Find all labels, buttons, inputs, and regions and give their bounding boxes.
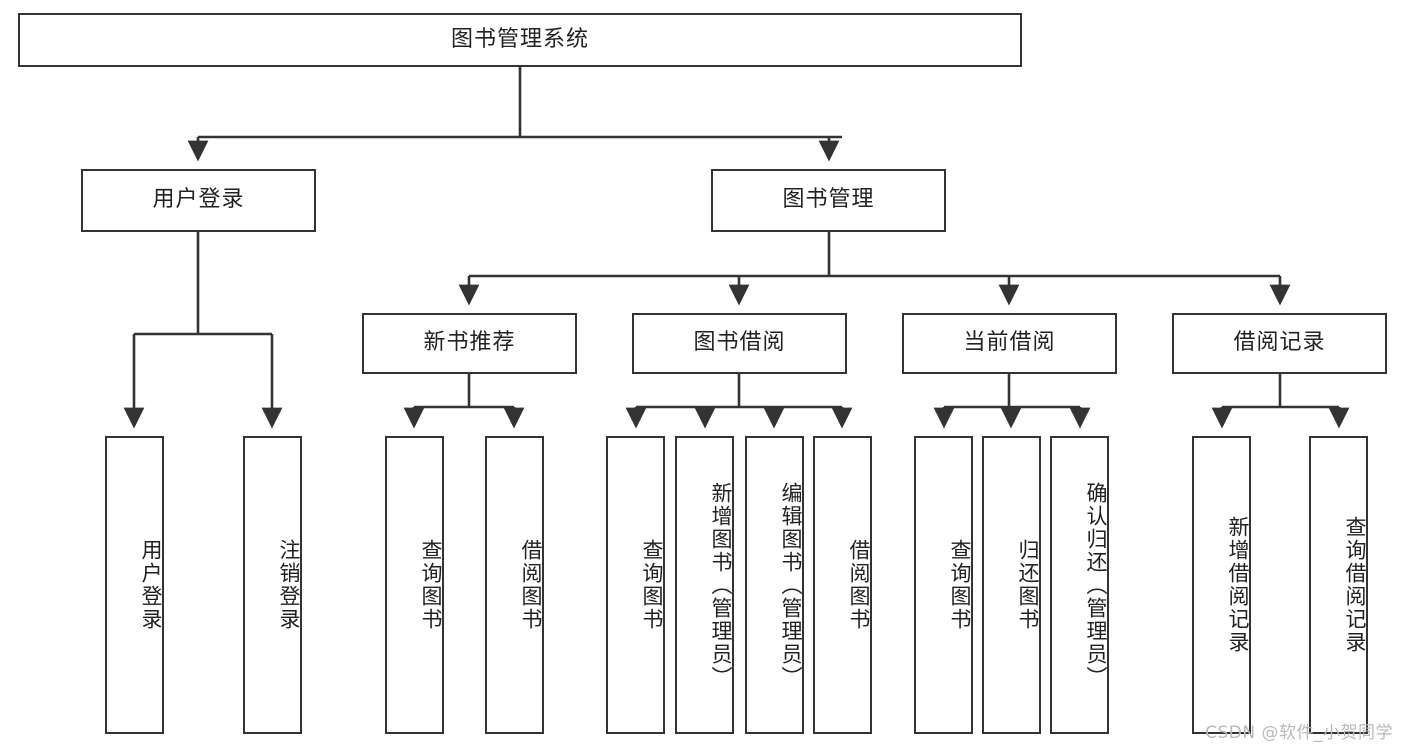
node-label: 确认归还（管理员）: [1084, 481, 1108, 689]
node-leaf-query-borrow-record[interactable]: 查询借阅记录: [1309, 436, 1368, 734]
node-new-book-recommend[interactable]: 新书推荐: [362, 313, 577, 374]
node-label: 注销登录: [277, 539, 301, 631]
node-root-book-management-system[interactable]: 图书管理系统: [18, 13, 1022, 67]
node-leaf-borrow-book-recommend[interactable]: 借阅图书: [485, 436, 544, 734]
node-leaf-edit-book-admin[interactable]: 编辑图书（管理员）: [745, 436, 804, 734]
node-leaf-borrow-book[interactable]: 借阅图书: [813, 436, 872, 734]
node-label: 归还图书: [1016, 539, 1040, 631]
node-leaf-confirm-return-admin[interactable]: 确认归还（管理员）: [1050, 436, 1109, 734]
node-leaf-return-book[interactable]: 归还图书: [982, 436, 1041, 734]
node-label: 借阅记录: [1233, 330, 1326, 356]
node-label: 查询图书: [419, 539, 443, 631]
node-book-borrow[interactable]: 图书借阅: [632, 313, 847, 374]
node-label: 用户登录: [152, 187, 245, 213]
node-label: 查询图书: [640, 539, 664, 631]
node-label: 新书推荐: [423, 330, 516, 356]
node-label: 图书管理: [782, 187, 875, 213]
node-label: 编辑图书（管理员）: [779, 481, 803, 689]
node-leaf-query-book-current[interactable]: 查询图书: [914, 436, 973, 734]
watermark-csdn: CSDN @软件_小贺同学: [1205, 723, 1393, 743]
node-label: 用户登录: [139, 539, 163, 631]
node-label: 查询借阅记录: [1343, 516, 1367, 654]
node-user-login[interactable]: 用户登录: [81, 169, 316, 232]
node-leaf-add-borrow-record[interactable]: 新增借阅记录: [1192, 436, 1251, 734]
node-leaf-user-login[interactable]: 用户登录: [105, 436, 164, 734]
node-leaf-query-book-borrow[interactable]: 查询图书: [606, 436, 665, 734]
node-leaf-query-book-recommend[interactable]: 查询图书: [385, 436, 444, 734]
node-label: 新增借阅记录: [1226, 516, 1250, 654]
node-leaf-logout[interactable]: 注销登录: [243, 436, 302, 734]
node-label: 图书管理系统: [450, 26, 589, 52]
node-label: 新增图书（管理员）: [709, 481, 733, 689]
node-label: 借阅图书: [847, 539, 871, 631]
node-current-borrow[interactable]: 当前借阅: [902, 313, 1117, 374]
node-leaf-add-book-admin[interactable]: 新增图书（管理员）: [675, 436, 734, 734]
node-label: 借阅图书: [519, 539, 543, 631]
node-borrow-record[interactable]: 借阅记录: [1172, 313, 1387, 374]
node-book-management[interactable]: 图书管理: [711, 169, 946, 232]
node-label: 当前借阅: [963, 330, 1056, 356]
node-label: 查询图书: [948, 539, 972, 631]
node-label: 图书借阅: [693, 330, 786, 356]
